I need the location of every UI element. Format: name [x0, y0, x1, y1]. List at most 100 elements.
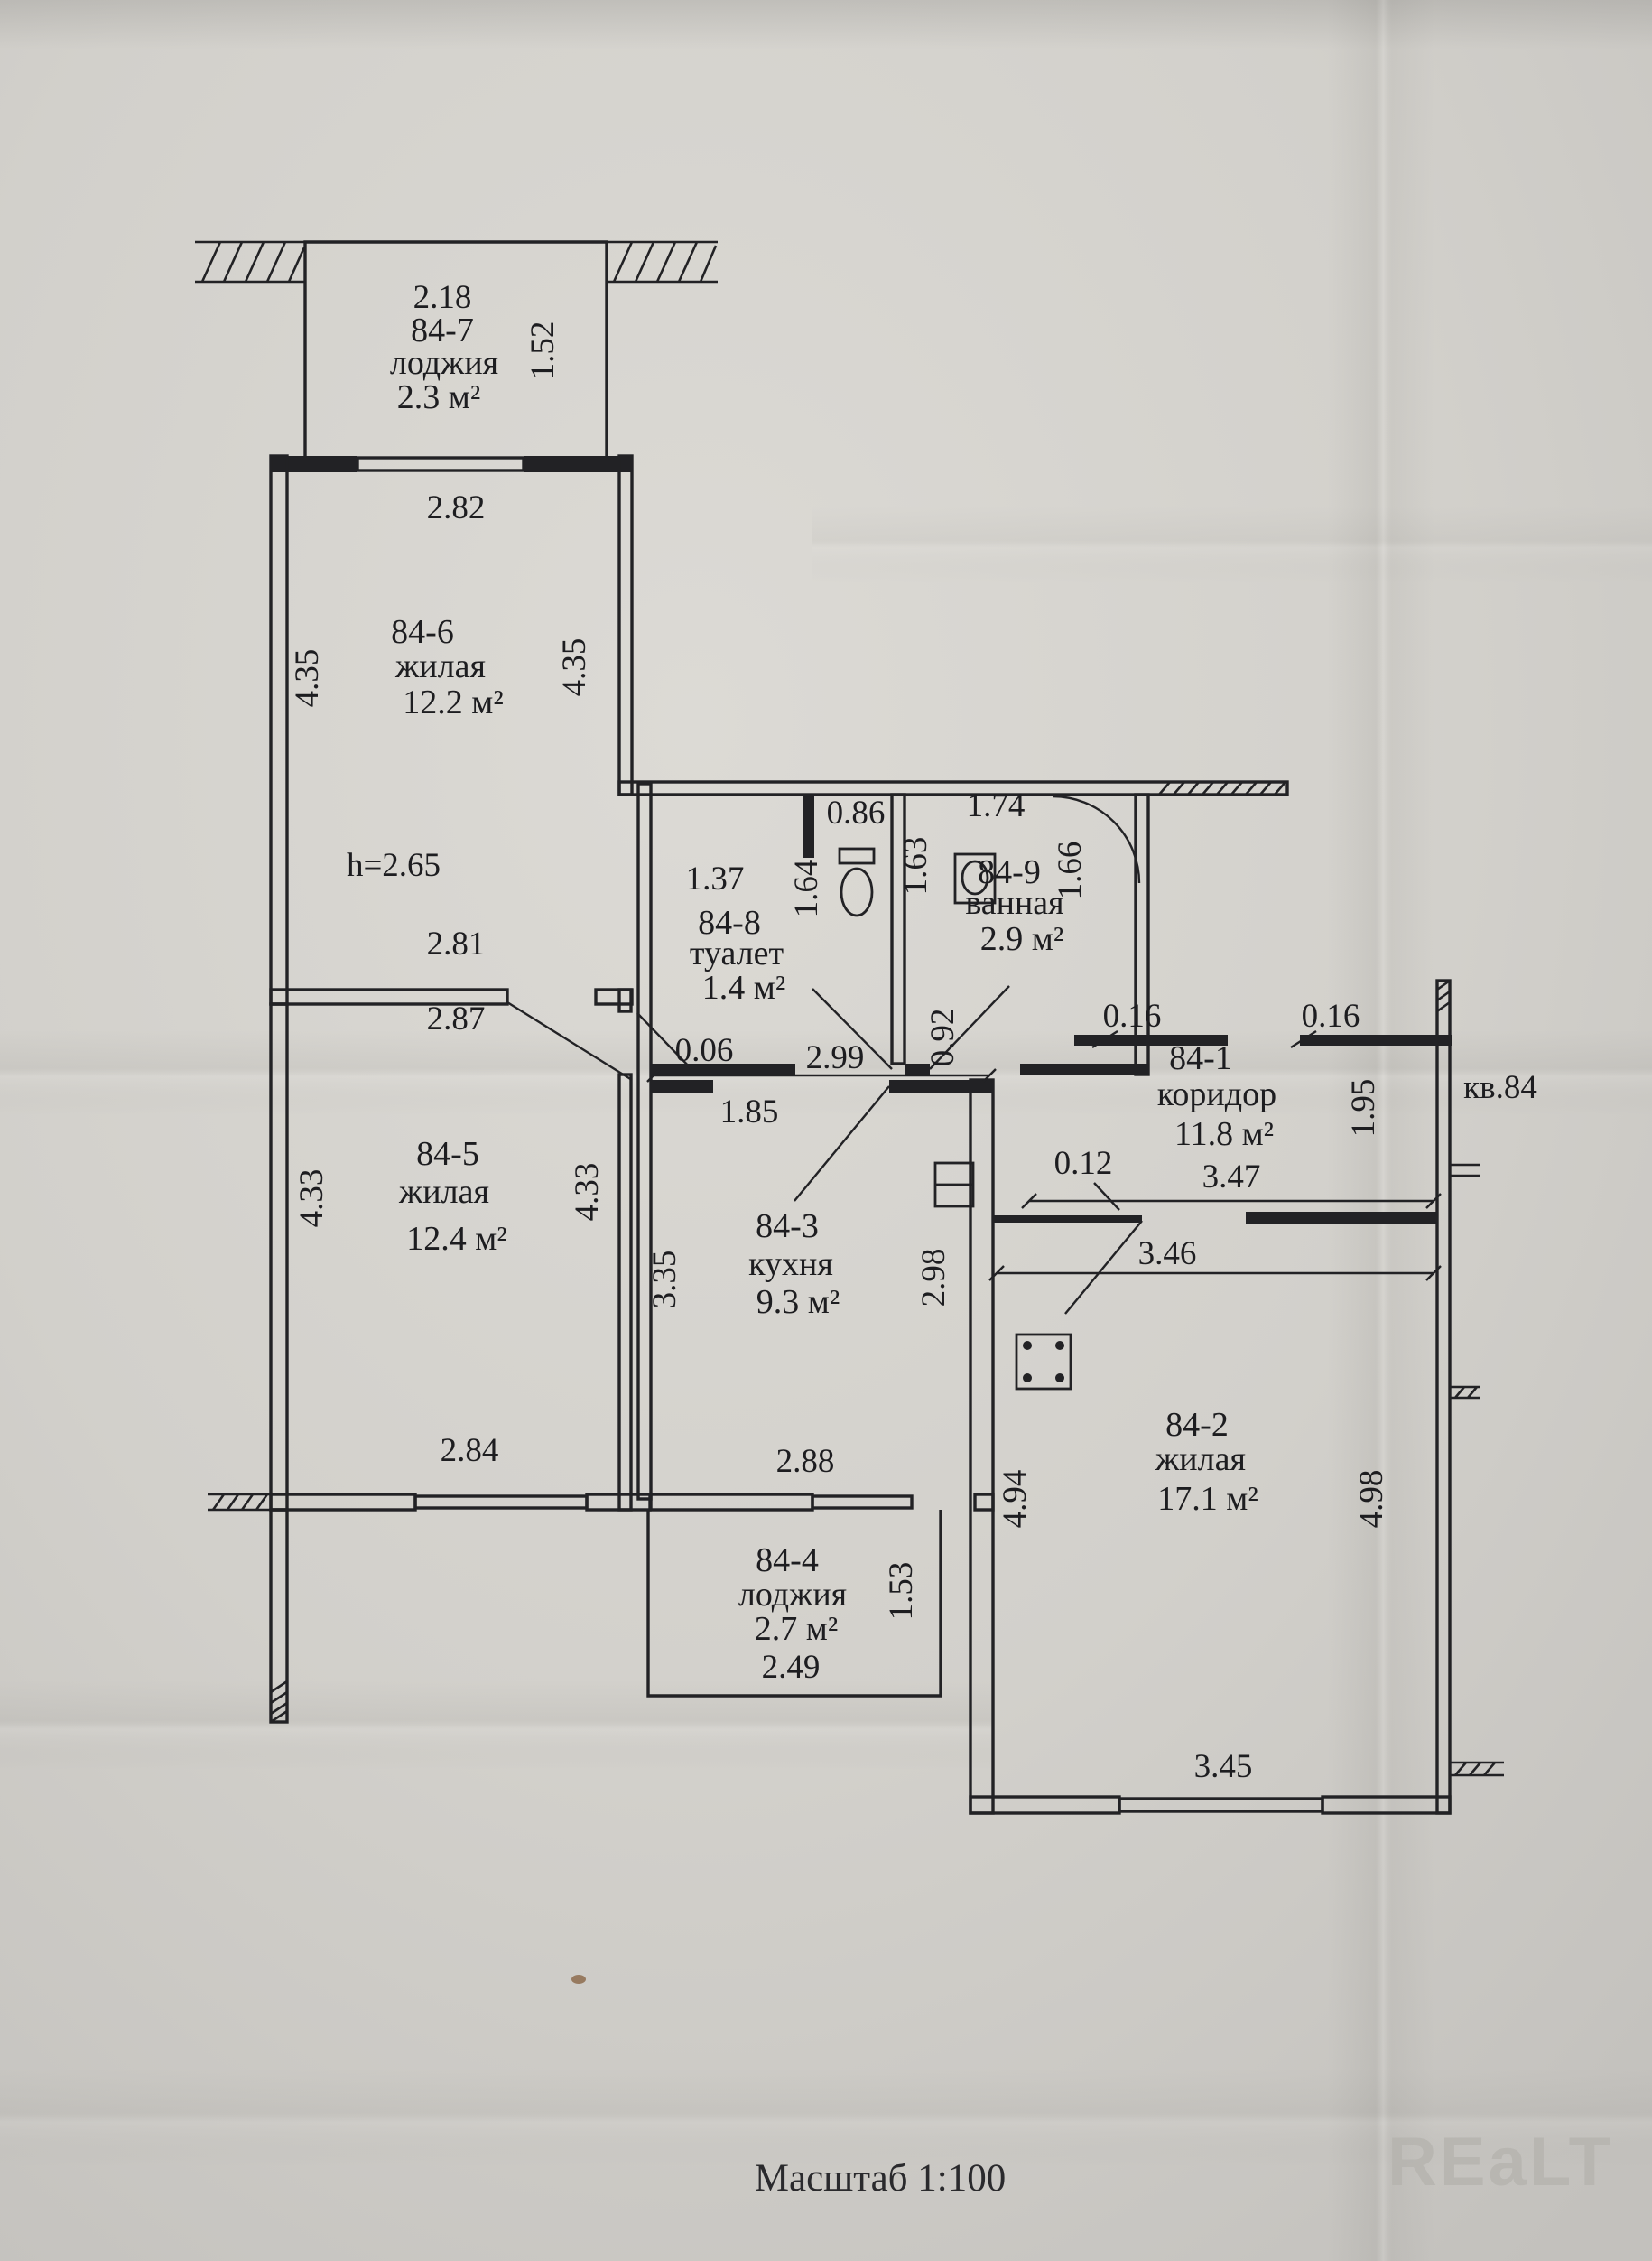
crease-overlay — [0, 2068, 1652, 2167]
room-area: 2.7 м² — [755, 1610, 838, 1648]
room-code: 84-7 — [411, 312, 474, 349]
door-swings-group — [506, 795, 1143, 1315]
dim-label: 2.81 — [427, 926, 486, 963]
fixtures-group — [838, 847, 1072, 1391]
dimension-lines-group — [636, 1012, 1442, 1281]
wall — [890, 793, 906, 1065]
dim-label: 1.64 — [788, 860, 825, 918]
windows-group — [356, 456, 1324, 1813]
dim-label: 1.63 — [897, 837, 934, 896]
crease-overlay — [1327, 0, 1435, 2261]
dim-label: 3.46 — [1138, 1235, 1197, 1272]
wall-break-hatch — [1436, 979, 1451, 1013]
dim-label: 2.18 — [413, 279, 472, 316]
dim-line — [1021, 1193, 1442, 1209]
loggia-top-walls — [303, 240, 608, 456]
partition-wall — [993, 1215, 1142, 1223]
wall — [271, 456, 357, 472]
room-area: 17.1 м² — [1157, 1480, 1258, 1518]
wall — [651, 1064, 795, 1075]
room-code: 84-5 — [416, 1135, 479, 1173]
dim-label: 1.74 — [967, 787, 1026, 824]
wall — [524, 456, 632, 472]
wall-break-hatch — [270, 1679, 288, 1724]
dim-leader — [1091, 1029, 1118, 1049]
room-area: 9.3 м² — [756, 1283, 840, 1321]
dim-label: 3.47 — [1202, 1158, 1261, 1196]
dim-label: 1.53 — [883, 1562, 920, 1621]
wall — [651, 1080, 713, 1093]
kitchen-table-icon — [1015, 1333, 1072, 1391]
room-area: 12.2 м² — [403, 684, 503, 721]
wall — [1246, 1212, 1437, 1224]
dim-label: 1.95 — [1345, 1079, 1382, 1138]
window — [356, 456, 525, 472]
window — [1118, 1797, 1324, 1813]
dim-label: 0.16 — [1302, 998, 1360, 1035]
sink-icon — [933, 1161, 975, 1208]
crease-overlay — [0, 1679, 993, 1770]
wall-break-hatch — [1450, 1761, 1504, 1777]
dim-label: 0.06 — [675, 1032, 734, 1069]
dim-label: 1.37 — [686, 861, 745, 898]
room-area: 11.8 м² — [1174, 1115, 1274, 1153]
washbasin-icon — [953, 852, 997, 905]
scale-note: Масштаб 1:100 — [755, 2157, 1007, 2200]
room-name: туалет — [690, 935, 784, 972]
wall-break-hatch — [1158, 781, 1286, 796]
dim-label: 0.86 — [827, 795, 886, 832]
door-leaf — [812, 988, 893, 1070]
room-code: 84-3 — [756, 1207, 819, 1245]
dim-line — [646, 1068, 997, 1083]
dim-label: 1.85 — [720, 1093, 779, 1130]
room-name: лоджия — [390, 344, 498, 382]
room-name: кухня — [748, 1245, 833, 1283]
wall — [636, 782, 653, 1501]
toilet-icon — [838, 847, 876, 917]
dim-label: 2.49 — [762, 1649, 821, 1686]
room-name: лоджия — [738, 1576, 847, 1614]
wall-break-hatch — [195, 240, 306, 284]
dim-label: 4.33 — [569, 1163, 606, 1222]
room-code: 84-6 — [391, 613, 454, 651]
dim-label: 2.82 — [427, 489, 486, 526]
door-swing-arc — [1052, 795, 1141, 884]
room-area: 12.4 м² — [406, 1220, 506, 1258]
wall-break-hatch — [1450, 1385, 1480, 1400]
dim-label: 2.88 — [776, 1443, 835, 1480]
window — [413, 1494, 589, 1510]
dim-line — [988, 1265, 1442, 1281]
room-area: 1.4 м² — [702, 969, 785, 1007]
door-leaf — [794, 1085, 890, 1202]
hatch-marks-group — [195, 240, 1504, 1777]
wall — [1020, 1064, 1148, 1075]
room-area: 2.3 м² — [397, 378, 480, 416]
dim-label: 0.12 — [1054, 1145, 1113, 1182]
wall — [889, 1080, 993, 1093]
wall — [1074, 1035, 1228, 1046]
dim-label: 2.99 — [806, 1039, 865, 1076]
dim-label: 4.35 — [289, 649, 326, 708]
wall — [617, 780, 1289, 796]
dim-label: 4.35 — [556, 638, 593, 697]
room-name: жилая — [394, 647, 486, 685]
room-name: ванная — [965, 884, 1063, 922]
dim-label: 3.35 — [646, 1251, 683, 1309]
room-code: 84-1 — [1169, 1039, 1232, 1077]
dim-label: 4.94 — [997, 1470, 1034, 1529]
wall — [269, 988, 509, 1006]
wall-stub-lines — [1450, 1163, 1480, 1177]
wall-stub — [803, 795, 814, 858]
room-name: коридор — [1157, 1075, 1276, 1113]
door-leaf — [929, 985, 1010, 1070]
realt-watermark: REaLT — [1387, 2124, 1613, 2201]
apartment-number-label: кв.84 — [1463, 1069, 1537, 1106]
dim-leader — [636, 1012, 692, 1070]
dim-leader — [1290, 1029, 1317, 1049]
window — [811, 1494, 914, 1510]
door-leaf — [506, 1000, 633, 1082]
dim-leader — [1093, 1182, 1120, 1211]
crease-overlay — [812, 506, 1652, 582]
